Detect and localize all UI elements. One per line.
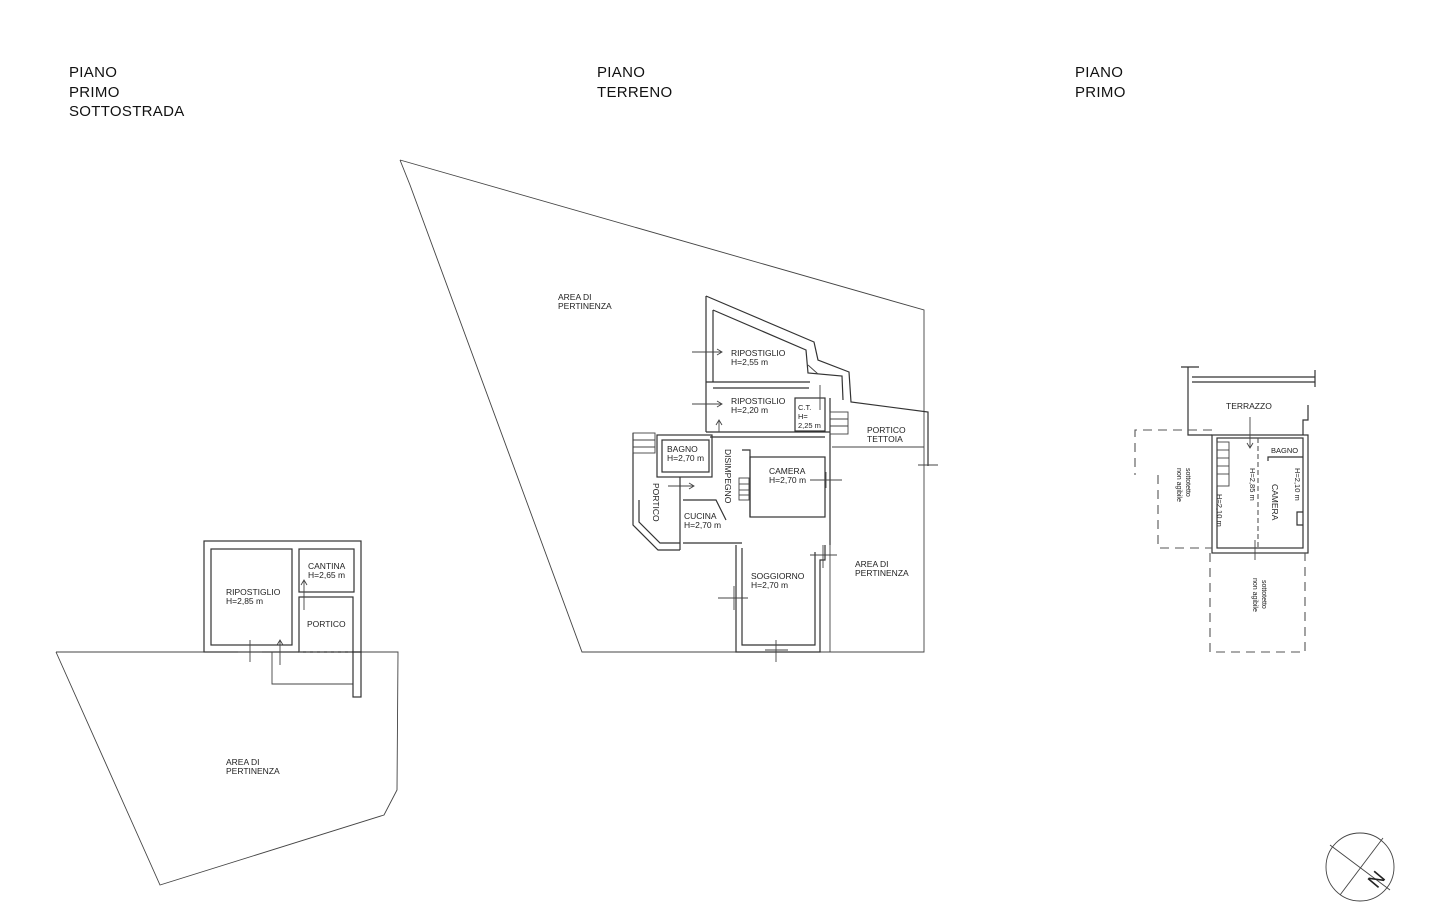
- area-label: AREA DI: [855, 559, 889, 569]
- entrance-arrows: [668, 348, 938, 662]
- room-height: H=2,55 m: [731, 357, 768, 367]
- floor-title-terreno: PIANO TERRENO: [597, 63, 672, 102]
- title-line: SOTTOSTRADA: [69, 103, 185, 120]
- title-line: PIANO: [69, 64, 118, 81]
- plan-sottostrada: RIPOSTIGLIO H=2,85 m CANTINA H=2,65 m PO…: [55, 540, 399, 886]
- room-label-ct: C.T.: [798, 403, 811, 412]
- room-height: H=2,85 m: [1248, 468, 1257, 501]
- north-arrow-icon: N: [1325, 832, 1395, 902]
- room-height: H=2,85 m: [226, 596, 263, 606]
- room-height: H=2,65 m: [308, 570, 345, 580]
- room-height: H=: [798, 412, 808, 421]
- floor-title-primo: PIANO PRIMO: [1075, 63, 1126, 102]
- room-height: H=2,70 m: [667, 453, 704, 463]
- room-label-portico-tettoia: PORTICO: [867, 425, 906, 435]
- sottotetto-label: sottotetto: [1260, 580, 1267, 609]
- area-label: AREA DI: [558, 292, 592, 302]
- room-height: H=2,20 m: [731, 405, 768, 415]
- title-line: PIANO: [1075, 64, 1124, 81]
- plan-terreno: AREA DI PERTINENZA RIPOSTIGLIO H=2,55 m …: [399, 159, 938, 662]
- area-label: PERTINENZA: [855, 568, 909, 578]
- sottotetto-label: sottotetto: [1184, 468, 1191, 497]
- room-label-ripostiglio: RIPOSTIGLIO: [226, 587, 281, 597]
- area-label: PERTINENZA: [558, 301, 612, 311]
- title-line: PRIMO: [69, 83, 120, 101]
- room-height: H=2,10 m: [1215, 494, 1224, 527]
- sottotetto-label: non agibile: [1251, 578, 1258, 612]
- title-line: PIANO: [597, 64, 646, 81]
- room-height: H=2,70 m: [751, 580, 788, 590]
- room-height: H=2,70 m: [684, 520, 721, 530]
- room-label-camera: CAMERA: [1270, 484, 1280, 521]
- room-label-portico-tettoia: TETTOIA: [867, 434, 903, 444]
- floor-title-sottostrada: PIANO PRIMO SOTTOSTRADA: [69, 63, 185, 122]
- room-label-terrazzo: TERRAZZO: [1226, 401, 1272, 411]
- plan-primo: TERRAZZO BAGNO CAMERA H=2,85 m H=2,10 m …: [1134, 366, 1316, 653]
- room-label-bagno: BAGNO: [1271, 446, 1298, 455]
- room-height: H=2,10 m: [1293, 468, 1302, 501]
- room-label-camera: CAMERA: [769, 466, 806, 476]
- room-label-cantina: CANTINA: [308, 561, 346, 571]
- room-label-ripostiglio: RIPOSTIGLIO: [731, 396, 786, 406]
- room-label-portico: PORTICO: [307, 619, 346, 629]
- room-label-soggiorno: SOGGIORNO: [751, 571, 805, 581]
- room-label-ripostiglio: RIPOSTIGLIO: [731, 348, 786, 358]
- area-label: AREA DI: [226, 757, 260, 767]
- room-height: 2,25 m: [798, 421, 821, 430]
- stairs: [632, 411, 849, 501]
- room-label-cucina: CUCINA: [684, 511, 717, 521]
- sottotetto-label: non agibile: [1175, 468, 1182, 502]
- title-line: TERRENO: [597, 83, 673, 101]
- title-line: PRIMO: [1075, 83, 1126, 101]
- room-height: H=2,70 m: [769, 475, 806, 485]
- room-label-portico: PORTICO: [651, 483, 661, 522]
- room-label-disimpegno: DISIMPEGNO: [723, 449, 733, 504]
- area-label: PERTINENZA: [226, 766, 280, 776]
- room-label-bagno: BAGNO: [667, 444, 698, 454]
